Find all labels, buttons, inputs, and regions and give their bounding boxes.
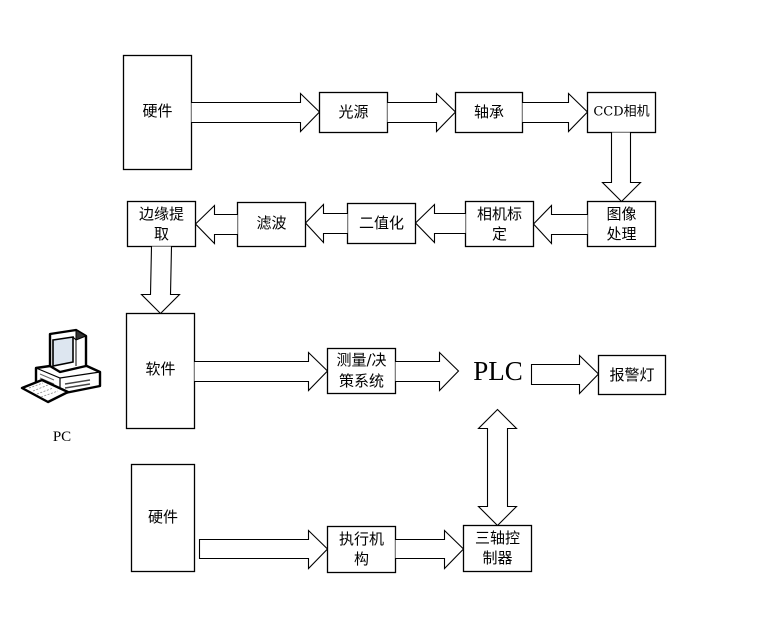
node-three-axis-controller-line2: 制器 <box>482 549 512 567</box>
node-hardware-top: 硬件 <box>122 54 193 171</box>
node-filtering-label: 滤波 <box>256 214 286 232</box>
arrow-software-to-measure-decision <box>194 351 329 392</box>
node-light-source-label: 光源 <box>338 103 368 121</box>
node-edge-extraction: 边缘提 取 <box>126 200 197 248</box>
node-image-processing-line1: 图像 <box>606 205 636 223</box>
pc-label: PC <box>53 429 71 445</box>
arrow-hardware-to-light-source <box>191 92 321 133</box>
node-binarization-label: 二值化 <box>359 214 404 232</box>
node-alarm-light: 报警灯 <box>597 354 667 396</box>
arrow-light-source-to-bearing <box>387 92 457 133</box>
node-bearing: 轴承 <box>454 91 524 134</box>
node-three-axis-controller: 三轴控 制器 <box>462 524 533 573</box>
node-filtering: 滤波 <box>236 201 307 248</box>
node-measure-decision-line2: 策系统 <box>339 372 384 390</box>
node-image-processing-line2: 处理 <box>606 225 636 243</box>
pc-computer: PC <box>20 328 102 445</box>
node-light-source: 光源 <box>318 91 389 134</box>
arrow-measure-decision-to-plc <box>395 351 460 392</box>
node-ccd-camera: CCD相机 <box>586 91 657 134</box>
node-three-axis-controller-line1: 三轴控 <box>475 529 520 547</box>
node-hardware-bottom: 硬件 <box>130 463 196 573</box>
node-camera-calibration-line2: 定 <box>492 225 507 243</box>
node-actuator: 执行机 构 <box>326 525 397 574</box>
node-bearing-label: 轴承 <box>474 103 504 121</box>
arrow-plc-to-alarm-light <box>530 354 600 395</box>
arrow-camera-calibration-to-binarization <box>414 203 466 244</box>
arrow-binarization-to-filtering <box>304 203 348 244</box>
desktop-computer-icon <box>20 328 102 404</box>
node-hardware-top-label: 硬件 <box>142 102 172 120</box>
arrow-actuator-to-three-axis <box>395 529 465 570</box>
node-edge-extraction-line1: 边缘提 <box>139 205 184 223</box>
node-actuator-line1: 执行机 <box>339 530 384 548</box>
node-ccd-camera-label: CCD相机 <box>593 105 649 120</box>
node-software-label: 软件 <box>145 360 175 378</box>
node-measure-decision: 测量/决 策系统 <box>326 347 397 395</box>
node-software: 软件 <box>125 312 196 430</box>
node-plc-label: PLC <box>473 356 523 386</box>
arrow-plc-three-axis-bidirectional <box>477 408 518 527</box>
node-measure-decision-line1: 测量/决 <box>336 351 386 369</box>
node-image-processing: 图像 处理 <box>586 200 657 248</box>
arrow-edge-extraction-to-software <box>140 246 181 315</box>
node-binarization: 二值化 <box>346 202 417 245</box>
arrow-ccd-camera-to-image-processing <box>601 132 642 203</box>
arrow-hardware-to-actuator <box>198 529 329 570</box>
node-alarm-light-label: 报警灯 <box>609 366 654 384</box>
node-actuator-line2: 构 <box>354 550 369 568</box>
node-edge-extraction-line2: 取 <box>154 225 169 243</box>
node-hardware-bottom-label: 硬件 <box>148 508 178 526</box>
node-camera-calibration-line1: 相机标 <box>477 205 522 223</box>
arrow-bearing-to-ccd-camera <box>522 92 589 133</box>
arrow-image-processing-to-camera-calibration <box>532 204 588 245</box>
node-camera-calibration: 相机标 定 <box>464 200 535 248</box>
arrow-filtering-to-edge-extraction <box>194 204 238 245</box>
